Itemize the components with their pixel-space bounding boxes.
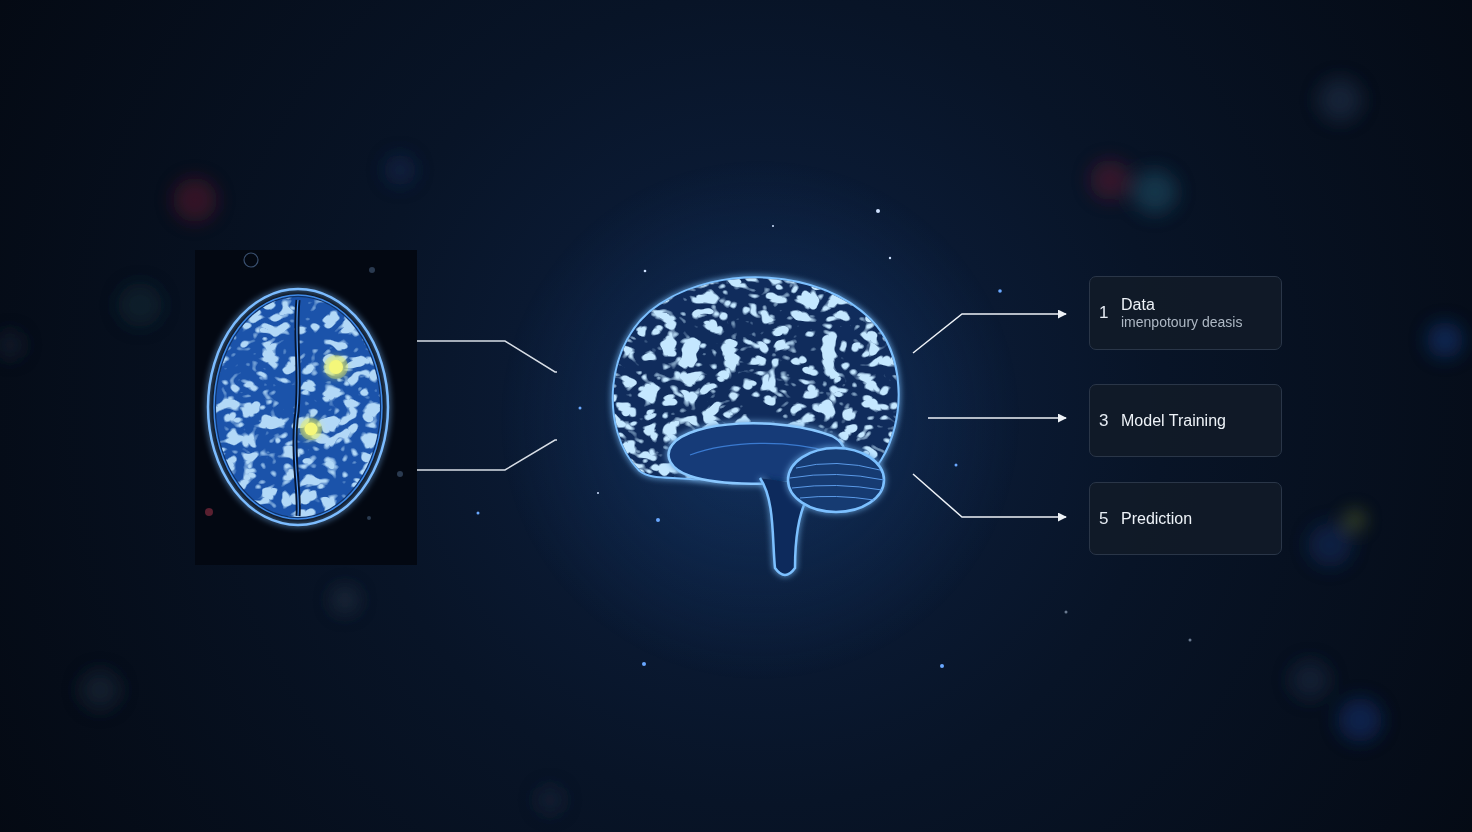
step-text: Model Training: [1121, 411, 1226, 430]
step-title: Prediction: [1121, 509, 1192, 528]
step-number: 1: [1099, 303, 1121, 323]
step-text: Prediction: [1121, 509, 1192, 528]
mri-scan: [195, 250, 417, 565]
arrows: [913, 314, 1066, 517]
step-box: 3Model Training: [1089, 384, 1282, 457]
step-subtitle: imenpotoury deasis: [1121, 314, 1242, 331]
step-number: 5: [1099, 509, 1121, 529]
step-text: Dataimenpotoury deasis: [1121, 295, 1242, 331]
step-title: Data: [1121, 295, 1242, 314]
brain-illustration: [600, 270, 910, 575]
step-box: 5Prediction: [1089, 482, 1282, 555]
step-title: Model Training: [1121, 411, 1226, 430]
sparkles: [477, 209, 1192, 668]
leader-lines: [417, 341, 557, 470]
step-box: 1Dataimenpotoury deasis: [1089, 276, 1282, 350]
step-number: 3: [1099, 411, 1121, 431]
